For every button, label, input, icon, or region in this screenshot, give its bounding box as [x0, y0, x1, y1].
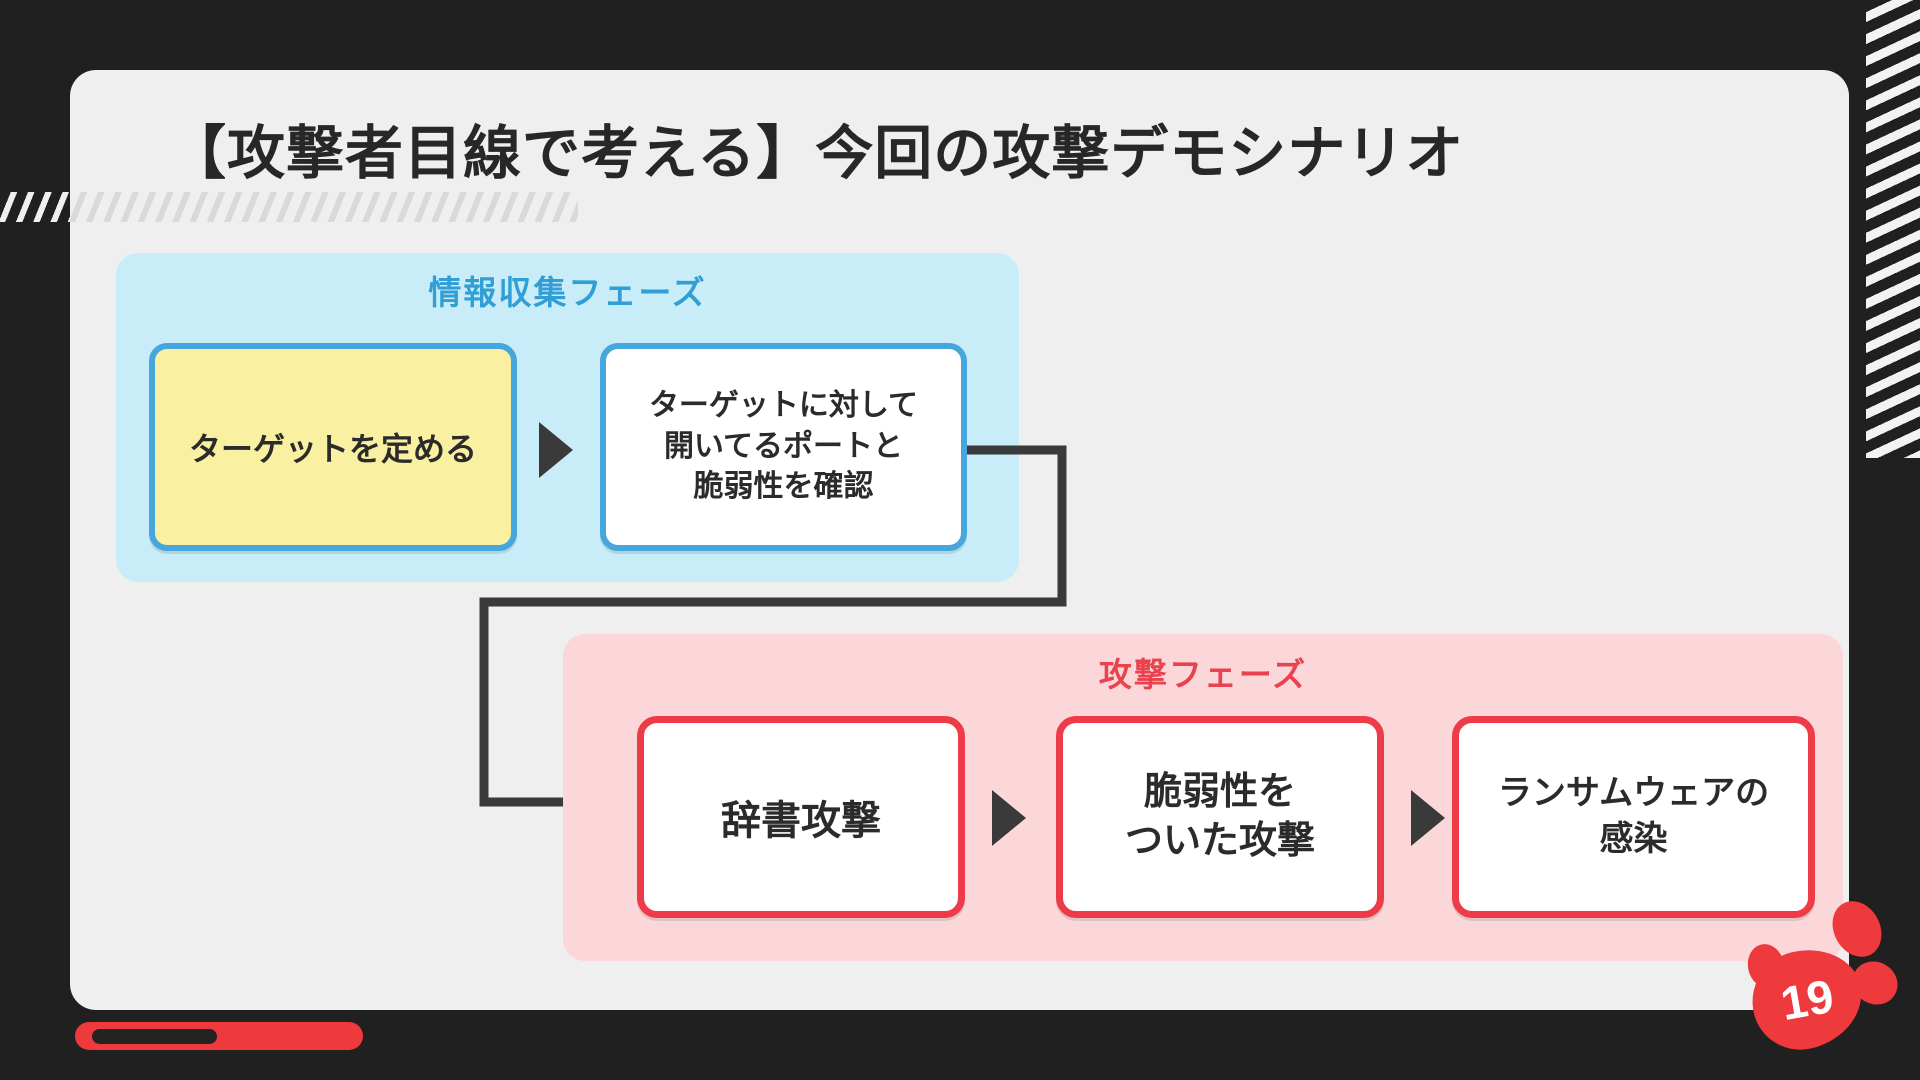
arrow-right-icon [1411, 790, 1445, 846]
footer-progress-bar-inner [92, 1029, 217, 1044]
recon-phase-label: 情報収集フェーズ [428, 274, 707, 311]
arrow-right-icon [992, 790, 1026, 846]
footer-progress-bar [75, 1022, 363, 1050]
diagonal-stripes-icon [1866, 0, 1920, 458]
diagonal-hatch-icon [0, 192, 70, 222]
step-set-target: ターゲットを定める [149, 343, 517, 551]
step-check-ports-vulnerabilities: ターゲットに対して 開いてるポートと 脆弱性を確認 [600, 343, 967, 551]
step-dictionary-attack: 辞書攻撃 [637, 716, 965, 918]
arrow-right-icon [539, 422, 573, 478]
step-vulnerability-attack: 脆弱性を ついた攻撃 [1056, 716, 1384, 918]
page-number: 19 [1776, 968, 1838, 1030]
attack-phase-label: 攻撃フェーズ [1098, 656, 1308, 693]
page-title: 【攻撃者目線で考える】今回の攻撃デモシナリオ [168, 121, 1465, 186]
step-ransomware-infection: ランサムウェアの 感染 [1452, 716, 1815, 918]
diagonal-hatch-icon [70, 192, 578, 222]
paw-print-icon: 19 [1738, 888, 1920, 1070]
